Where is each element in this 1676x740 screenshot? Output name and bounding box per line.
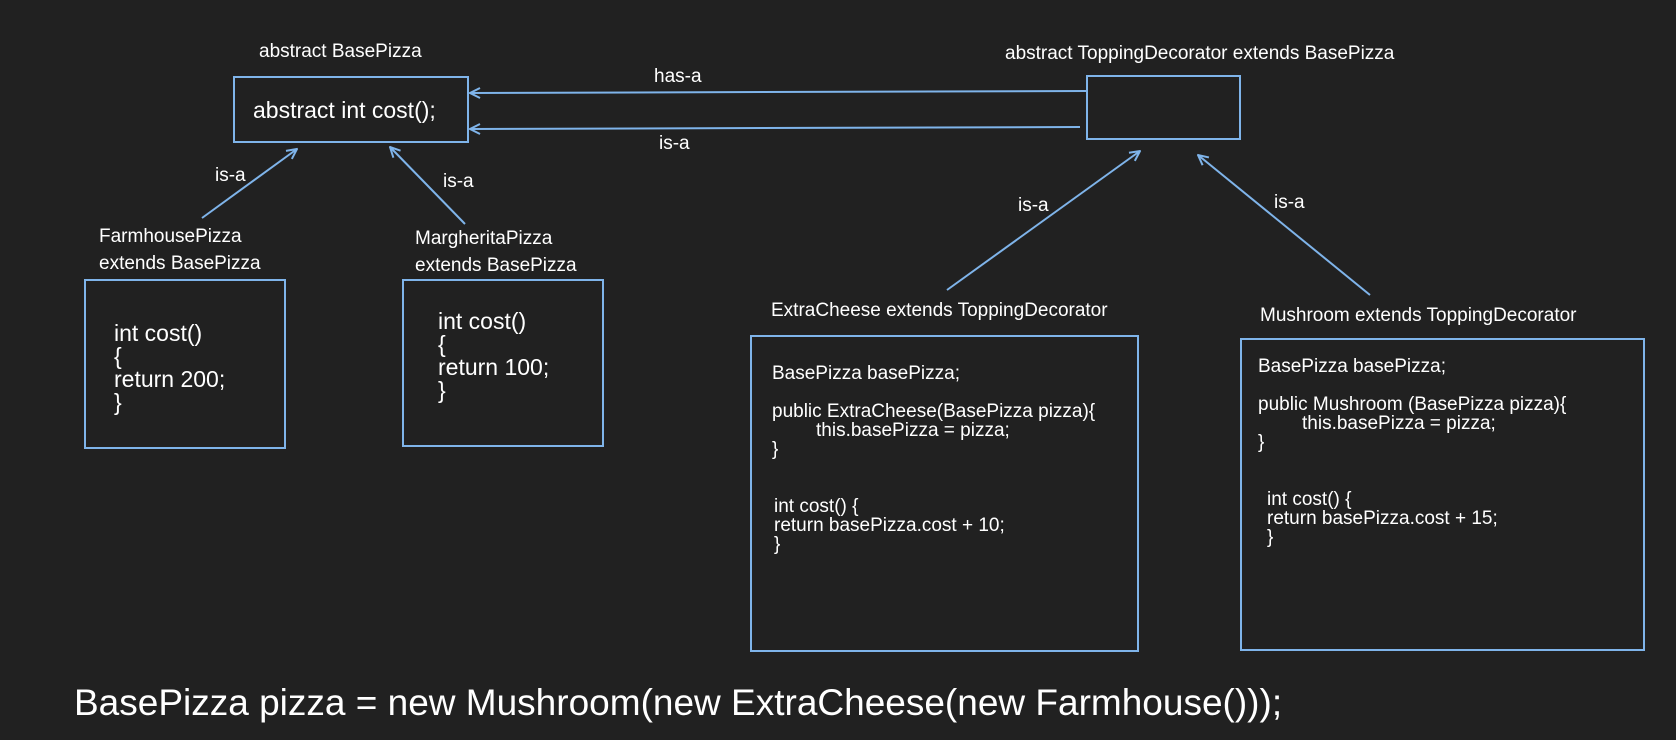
code-line: return basePizza.cost + 15;	[1267, 508, 1498, 529]
code-line: this.basePizza = pizza;	[1302, 413, 1496, 434]
code-line: int cost()	[438, 308, 527, 334]
extra-cheese-title: ExtraCheese extends ToppingDecorator	[771, 300, 1108, 321]
farmhouse-box: int cost() { return 200; }	[84, 279, 286, 449]
is-a-arrow-decorator-to-base	[470, 127, 1081, 129]
code-line: }	[114, 389, 122, 415]
is-a-label-decorator: is-a	[659, 133, 690, 154]
base-pizza-box: abstract int cost();	[233, 76, 469, 143]
code-line: public Mushroom (BasePizza pizza){	[1258, 394, 1567, 415]
is-a-arrow-farmhouse	[201, 149, 297, 219]
code-line: {	[438, 331, 446, 357]
code-line	[1258, 468, 1566, 487]
extra-cheese-box: BasePizza basePizza; public ExtraCheese(…	[750, 335, 1139, 652]
is-a-label-farmhouse: is-a	[215, 165, 246, 186]
code-line: public ExtraCheese(BasePizza pizza){	[772, 401, 1096, 422]
code-line	[1258, 449, 1566, 468]
is-a-arrow-extra-cheese	[946, 151, 1140, 291]
code-line: return basePizza.cost + 10;	[774, 515, 1005, 536]
farmhouse-title-line: extends BasePizza	[99, 253, 261, 274]
code-line	[772, 456, 1095, 475]
margherita-title: MargheritaPizza extends BasePizza	[415, 225, 577, 279]
margherita-box: int cost() { return 100; }	[402, 279, 604, 447]
code-line: int cost() {	[774, 496, 859, 517]
code-line: }	[1258, 432, 1265, 453]
code-line: }	[438, 377, 446, 403]
farmhouse-title-line: FarmhousePizza	[99, 226, 242, 247]
code-line: BasePizza basePizza;	[772, 363, 960, 384]
is-a-arrow-mushroom	[1198, 155, 1371, 296]
margherita-code: int cost() { return 100; }	[438, 305, 550, 403]
code-line: this.basePizza = pizza;	[816, 420, 1010, 441]
farmhouse-code: int cost() { return 200; }	[114, 317, 226, 415]
is-a-label-margherita: is-a	[443, 171, 474, 192]
code-line: int cost() {	[1267, 489, 1352, 510]
base-pizza-title: abstract BasePizza	[259, 41, 422, 62]
code-line: int cost()	[114, 320, 203, 346]
mushroom-title: Mushroom extends ToppingDecorator	[1260, 305, 1577, 326]
margherita-title-line: extends BasePizza	[415, 255, 577, 276]
code-line: }	[772, 439, 779, 460]
has-a-arrow	[470, 91, 1087, 93]
mushroom-box: BasePizza basePizza; public Mushroom (Ba…	[1240, 338, 1645, 651]
code-line: return 200;	[114, 366, 226, 392]
topping-decorator-title: abstract ToppingDecorator extends BasePi…	[1005, 43, 1395, 64]
code-line	[772, 475, 1095, 494]
extra-cheese-code: BasePizza basePizza; public ExtraCheese(…	[772, 361, 1096, 555]
is-a-label-extra-cheese: is-a	[1018, 195, 1049, 216]
code-line: BasePizza basePizza;	[1258, 356, 1446, 377]
margherita-title-line: MargheritaPizza	[415, 228, 553, 249]
code-line: {	[114, 343, 122, 369]
topping-decorator-box	[1086, 75, 1241, 140]
is-a-label-mushroom: is-a	[1274, 192, 1305, 213]
code-line: }	[774, 534, 781, 555]
is-a-arrow-margherita	[390, 147, 466, 225]
mushroom-code: BasePizza basePizza; public Mushroom (Ba…	[1258, 354, 1567, 548]
farmhouse-title: FarmhousePizza extends BasePizza	[99, 223, 261, 277]
code-line: return 100;	[438, 354, 550, 380]
has-a-label: has-a	[654, 66, 702, 87]
code-line: }	[1267, 527, 1274, 548]
usage-statement: BasePizza pizza = new Mushroom(new Extra…	[74, 682, 1283, 723]
base-pizza-code: abstract int cost();	[253, 97, 436, 123]
